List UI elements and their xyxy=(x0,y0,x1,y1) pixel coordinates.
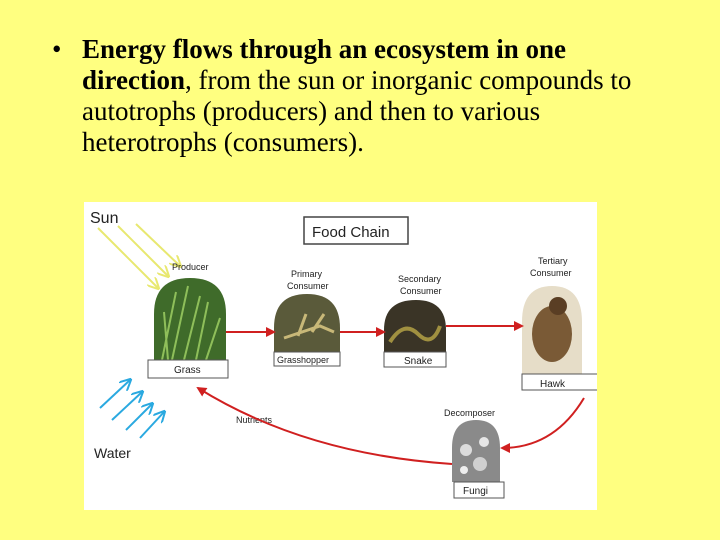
primary-label-1: Primary xyxy=(291,269,322,279)
hawk-image-icon xyxy=(522,286,582,374)
primary-label-2: Consumer xyxy=(287,281,329,291)
producer-label: Producer xyxy=(172,262,209,272)
hawk-name: Hawk xyxy=(540,379,566,390)
grass-image-icon xyxy=(154,278,226,362)
grass-name: Grass xyxy=(174,365,201,376)
food-chain-svg: Sun Water Food Chain Producer Grass Prim… xyxy=(84,202,597,510)
tertiary-label-2: Consumer xyxy=(530,268,572,278)
snake-name: Snake xyxy=(404,356,433,367)
water-label: Water xyxy=(94,445,131,461)
tertiary-label-1: Tertiary xyxy=(538,256,568,266)
diagram-title: Food Chain xyxy=(312,224,390,241)
food-chain-diagram: Sun Water Food Chain Producer Grass Prim… xyxy=(84,202,597,510)
decomposer-label: Decomposer xyxy=(444,408,495,418)
bullet-text: • Energy flows through an ecosystem in o… xyxy=(52,34,652,158)
water-arrows-icon xyxy=(100,380,164,438)
grasshopper-image-icon xyxy=(274,294,340,352)
grasshopper-name: Grasshopper xyxy=(277,355,329,365)
secondary-label-1: Secondary xyxy=(398,274,442,284)
bullet-paragraph: Energy flows through an ecosystem in one… xyxy=(82,34,652,158)
arrow-hawk-to-fungi xyxy=(502,398,584,448)
sun-rays-icon xyxy=(98,224,180,288)
fungi-name: Fungi xyxy=(463,486,488,497)
secondary-label-2: Consumer xyxy=(400,286,442,296)
snake-image-icon xyxy=(384,300,446,352)
fungi-image-icon xyxy=(452,420,500,482)
sun-label: Sun xyxy=(90,210,118,227)
bullet-marker: • xyxy=(52,34,61,65)
arrow-fungi-to-grass xyxy=(198,388,452,464)
